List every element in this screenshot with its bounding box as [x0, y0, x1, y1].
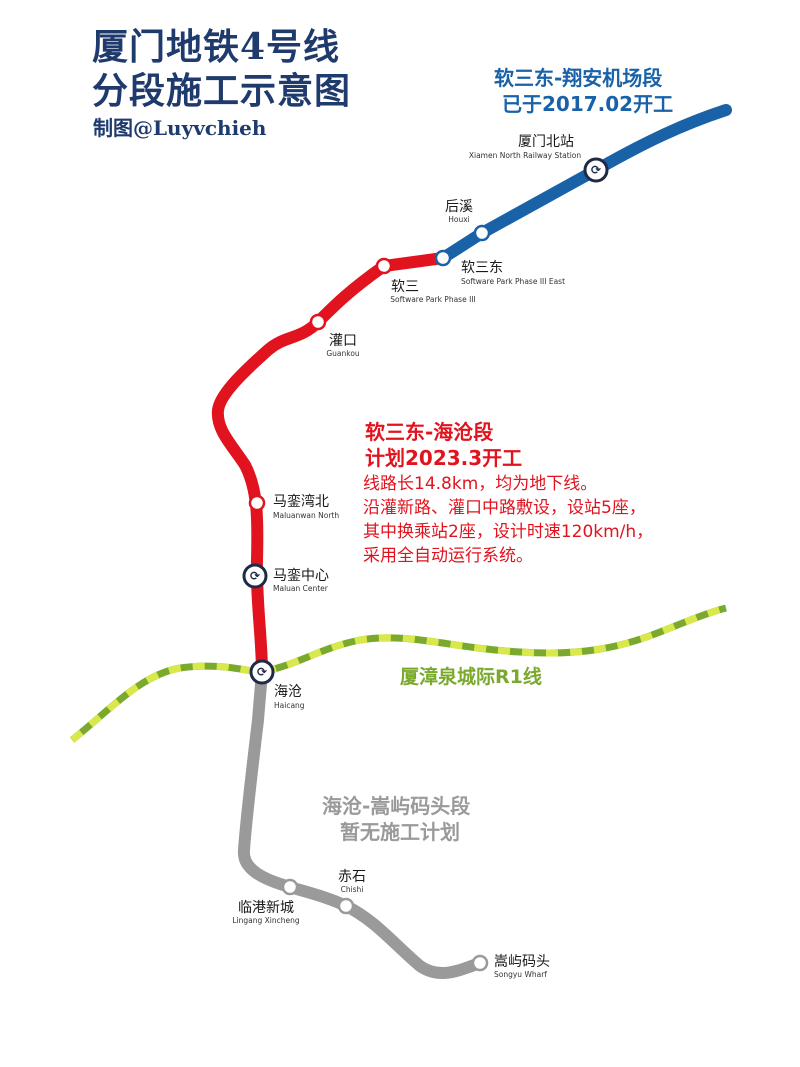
station-en: Software Park Phase III East — [461, 277, 565, 286]
r1-line — [69, 604, 727, 743]
station-en: Software Park Phase III — [390, 295, 475, 304]
interchange-icon: ⟳ — [250, 569, 260, 583]
gray-segment-status: 暂无施工计划 — [340, 820, 460, 844]
station-ruansan[interactable]: 软三 Software Park Phase III — [375, 257, 476, 304]
gray-segment-line — [237, 666, 486, 979]
station-cn: 灌口 — [329, 333, 357, 349]
station-en: Xiamen North Railway Station — [469, 151, 582, 160]
interchange-icon: ⟳ — [257, 665, 267, 679]
blue-segment-status: 已于2017.02开工 — [502, 92, 674, 116]
station-houxi[interactable]: 后溪 Houxi — [445, 199, 491, 242]
map-title-line1: 厦门地铁4号线 — [92, 26, 341, 68]
red-segment-description: 线路长14.8km，均为地下线。 沿灌新路、灌口中路敷设，设站5座， 其中换乘站… — [363, 472, 653, 568]
station-guankou[interactable]: 灌口 Guankou — [309, 313, 360, 358]
station-cn: 赤石 — [338, 869, 366, 885]
station-xiamen-north[interactable]: ⟳ 厦门北站 Xiamen North Railway Station — [469, 134, 609, 183]
station-cn: 后溪 — [445, 199, 473, 215]
station-chishi[interactable]: 赤石 Chishi — [337, 869, 366, 915]
station-haicang[interactable]: ⟳ 海沧 Haicang — [249, 659, 305, 710]
description-line: 其中换乘站2座，设计时速120km/h， — [363, 522, 654, 542]
station-en: Lingang Xincheng — [232, 916, 299, 925]
station-en: Maluanwan North — [273, 511, 339, 520]
interchange-icon: ⟳ — [591, 163, 601, 177]
station-en: Haicang — [274, 701, 305, 710]
station-cn: 软三 — [391, 279, 419, 295]
station-ruansandong[interactable]: 软三东 Software Park Phase III East — [434, 249, 565, 286]
station-lingang-xincheng[interactable]: 临港新城 Lingang Xincheng — [232, 878, 300, 925]
station-maluanwan-north[interactable]: 马銮湾北 Maluanwan North — [248, 493, 339, 520]
station-en: Guankou — [326, 349, 360, 358]
map-title-line2: 分段施工示意图 — [92, 70, 352, 112]
station-cn: 临港新城 — [238, 900, 294, 916]
description-line: 沿灌新路、灌口中路敷设，设站5座， — [363, 498, 646, 518]
description-line: 采用全自动运行系统。 — [363, 546, 533, 566]
station-cn: 马銮湾北 — [273, 493, 329, 510]
red-segment-status: 计划2023.3开工 — [365, 446, 523, 470]
r1-line-label: 厦漳泉城际R1线 — [400, 665, 542, 688]
station-en: Maluan Center — [273, 584, 329, 593]
map-credit: 制图@Luyvchieh — [93, 116, 267, 140]
station-maluan-center[interactable]: ⟳ 马銮中心 Maluan Center — [242, 563, 329, 593]
gray-segment-name: 海沧-嵩屿码头段 — [322, 794, 471, 818]
blue-segment-name: 软三东-翔安机场段 — [494, 66, 663, 90]
station-cn: 马銮中心 — [273, 567, 329, 584]
station-songyu-wharf[interactable]: 嵩屿码头 Songyu Wharf — [471, 954, 550, 979]
station-en: Songyu Wharf — [494, 970, 547, 979]
red-segment-name: 软三东-海沧段 — [365, 420, 494, 444]
station-en: Houxi — [448, 215, 470, 224]
station-cn: 海沧 — [274, 683, 302, 700]
station-cn: 软三东 — [461, 260, 503, 276]
station-cn: 厦门北站 — [518, 134, 574, 150]
station-cn: 嵩屿码头 — [494, 954, 550, 970]
station-en: Chishi — [341, 885, 364, 894]
description-line: 线路长14.8km，均为地下线。 — [363, 474, 598, 494]
